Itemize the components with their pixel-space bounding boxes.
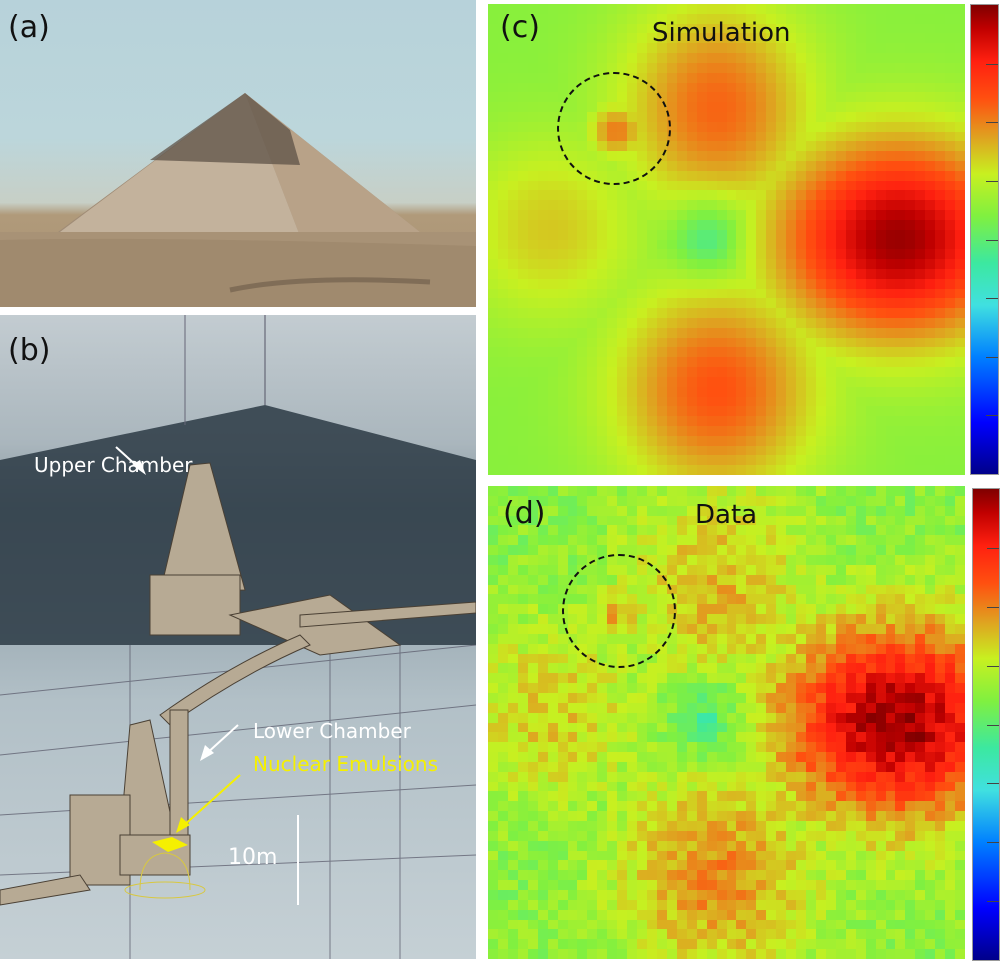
heatmap-data	[488, 486, 965, 959]
colorbar-tick	[987, 547, 999, 549]
colorbar-d	[972, 488, 1000, 961]
panel-label-d: (d)	[503, 496, 546, 531]
scale-bar-label: 10m	[228, 845, 278, 870]
colorbar-tick	[986, 356, 998, 358]
nuclear-emulsions-label: Nuclear Emulsions	[253, 752, 438, 776]
colorbar-tick	[986, 122, 998, 124]
lower-chamber-label: Lower Chamber	[253, 719, 411, 743]
colorbar-tick	[986, 239, 998, 241]
panel-b-3d-model: (b) Upper Chamber Lower Chamber Nuclear …	[0, 315, 476, 959]
anomaly-circle-c	[557, 71, 671, 186]
pyramid-chamber-model	[0, 315, 476, 959]
colorbar-tick	[987, 901, 999, 903]
panel-label-c: (c)	[500, 10, 540, 45]
colorbar-tick	[987, 783, 999, 785]
colorbar-tick	[987, 606, 999, 608]
upper-chamber-label: Upper Chamber	[34, 453, 193, 477]
colorbar-tick	[987, 665, 999, 667]
colorbar-c	[970, 4, 999, 475]
colorbar-tick	[986, 415, 998, 417]
panel-a-photo: (a)	[0, 0, 476, 307]
pyramid-photo	[0, 93, 476, 307]
colorbar-tick	[987, 842, 999, 844]
colorbar-tick	[986, 180, 998, 182]
heatmap-simulation	[488, 4, 965, 475]
panel-label-b: (b)	[8, 333, 51, 368]
panel-label-a: (a)	[8, 10, 50, 45]
anomaly-circle-d	[561, 554, 676, 668]
colorbar-tick	[986, 298, 998, 300]
heatmap-title-data: Data	[695, 500, 758, 530]
colorbar-tick	[987, 724, 999, 726]
heatmap-title-simulation: Simulation	[652, 18, 791, 48]
colorbar-tick	[986, 63, 998, 65]
